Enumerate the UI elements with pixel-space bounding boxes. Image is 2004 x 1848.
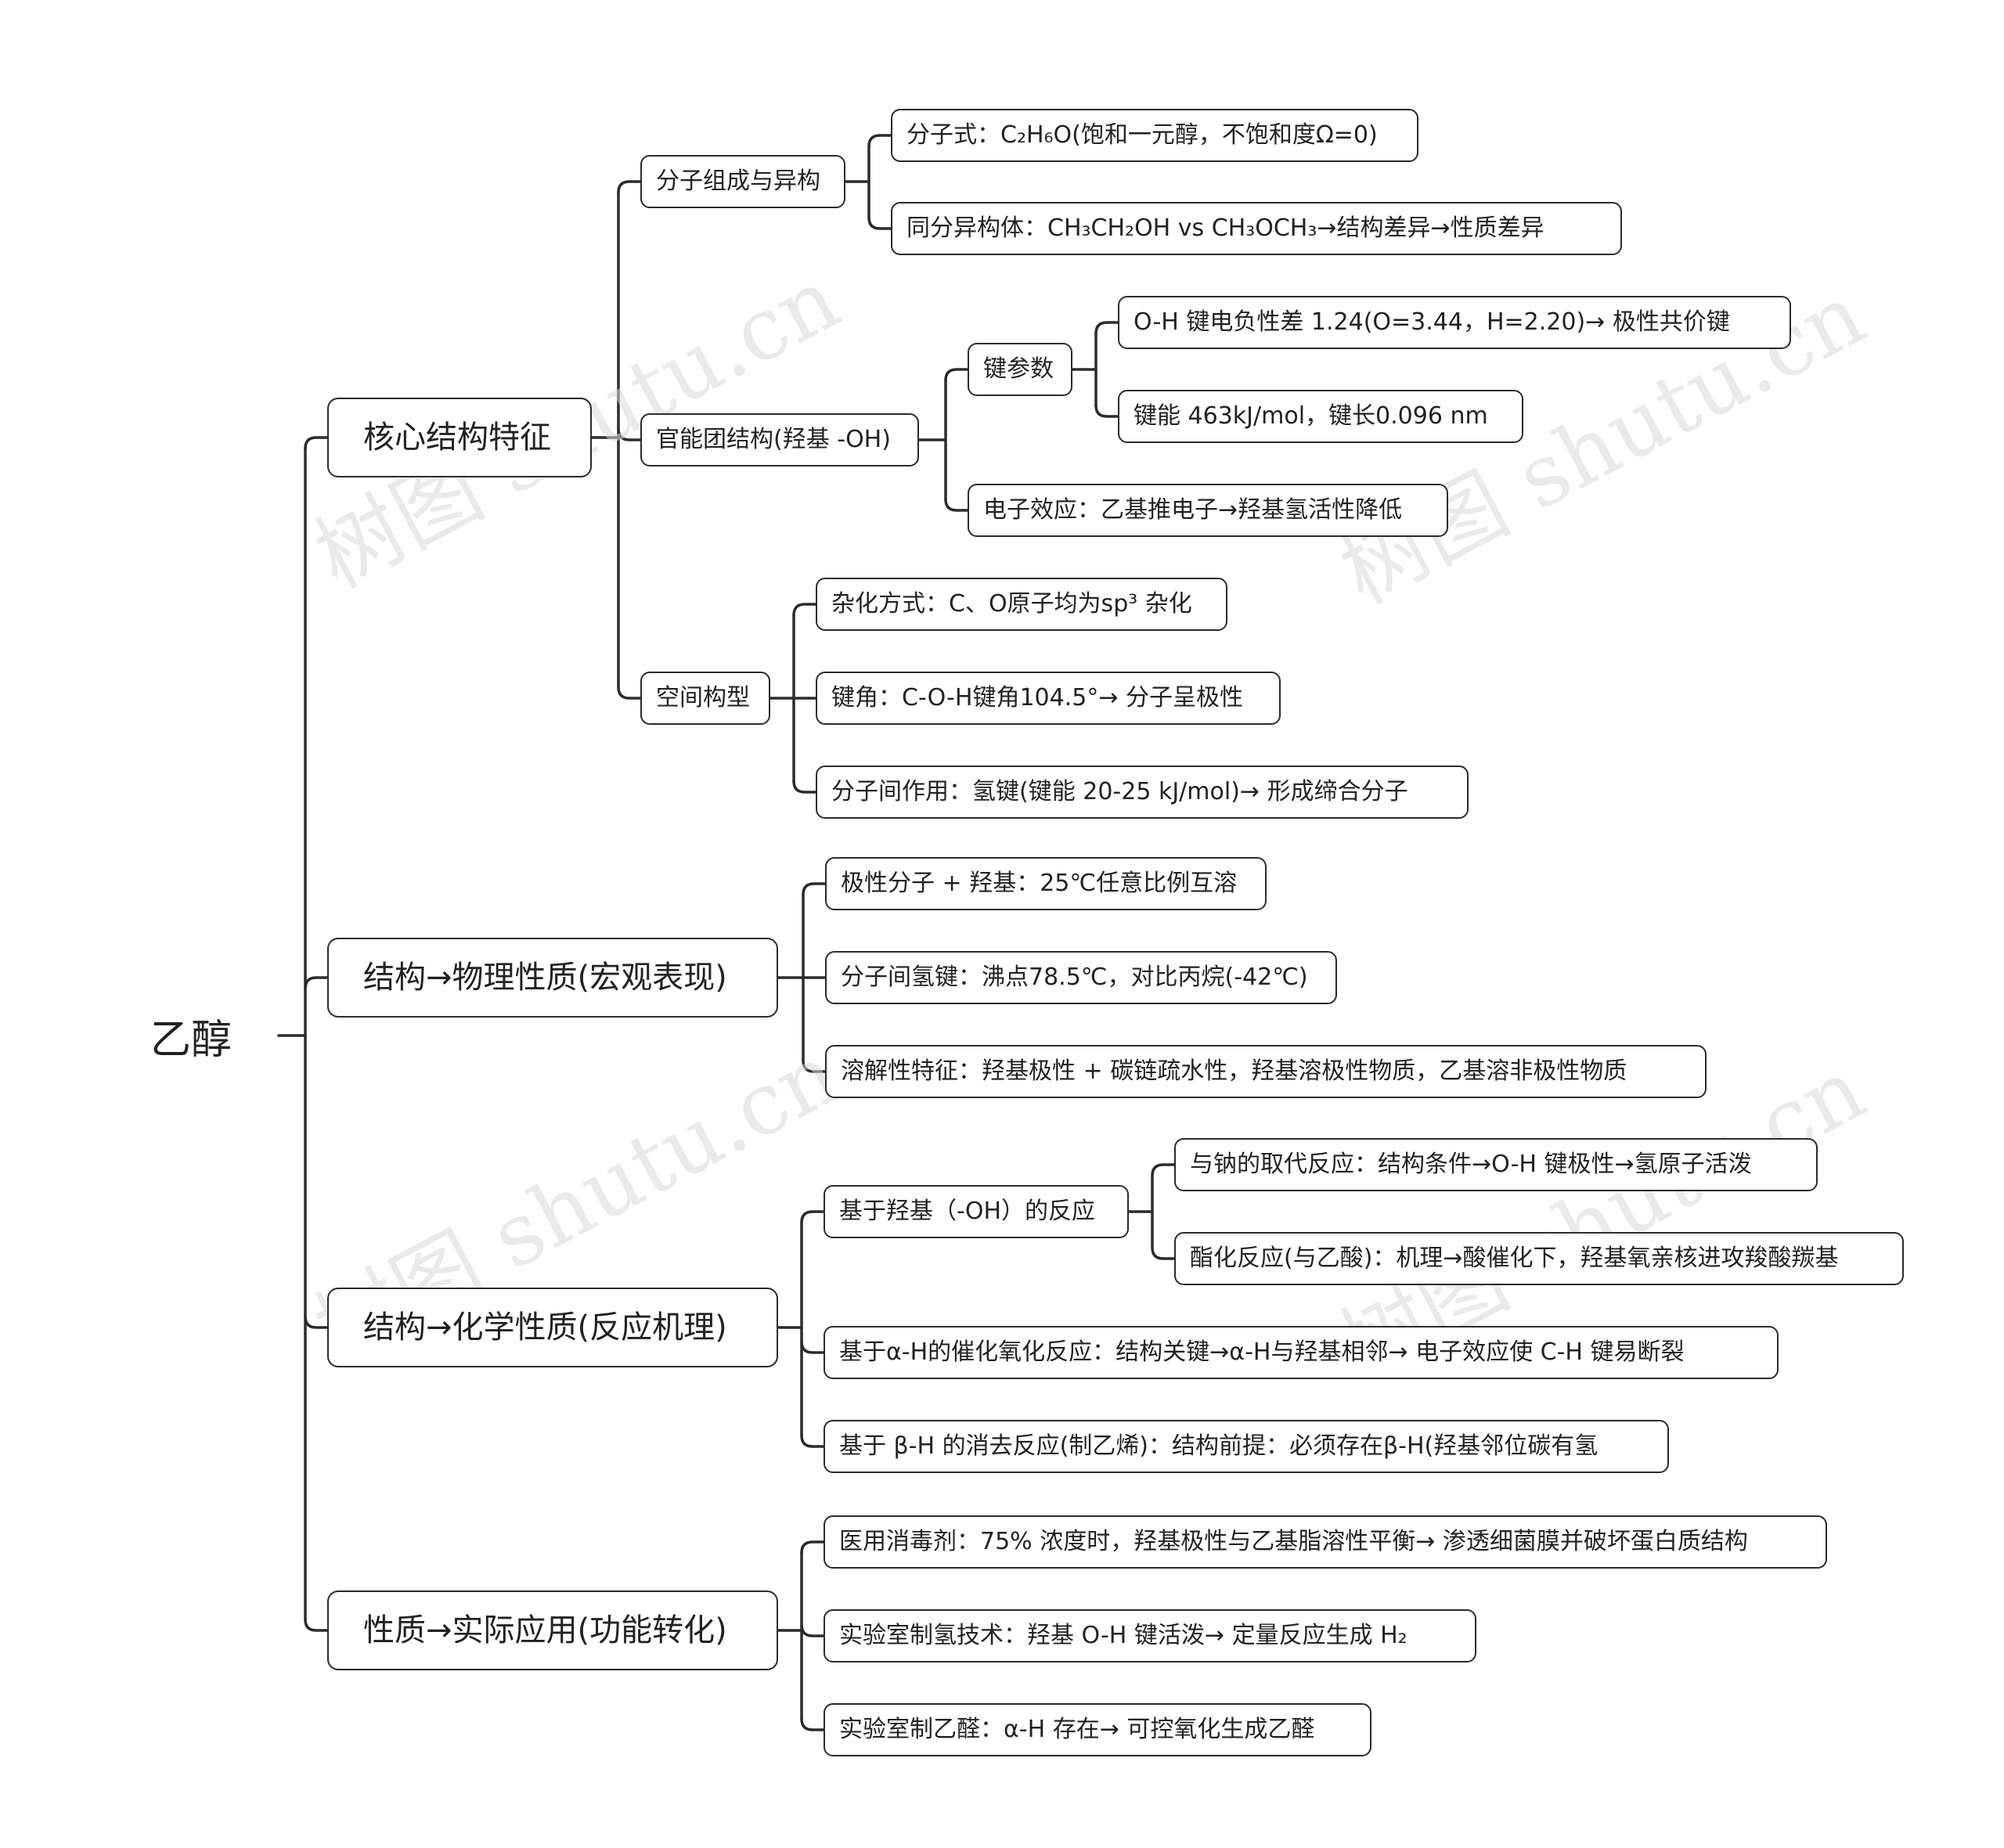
node-alpha-h-oxidation[interactable]: 基于α-H的催化氧化反应：结构关键→α-H与羟基相邻→ 电子效应使 C-H 键易… <box>824 1326 1779 1379</box>
node-solubility[interactable]: 溶解性特征：羟基极性 + 碳链疏水性，羟基溶极性物质，乙基溶非极性物质 <box>825 1045 1707 1098</box>
node-composition-isomer[interactable]: 分子组成与异构 <box>640 155 845 208</box>
node-hydroxyl-reactions[interactable]: 基于羟基（-OH）的反应 <box>824 1185 1129 1238</box>
node-electronegativity[interactable]: O-H 键电负性差 1.24(O=3.44，H=2.20)→ 极性共价键 <box>1118 296 1791 349</box>
node-isomers[interactable]: 同分异构体：CH₃CH₂OH vs CH₃OCH₃→结构差异→性质差异 <box>891 202 1622 255</box>
node-functional-group[interactable]: 官能团结构(羟基 -OH) <box>640 413 919 467</box>
node-polar-miscible[interactable]: 极性分子 + 羟基：25℃任意比例互溶 <box>825 857 1267 910</box>
branch-applications[interactable]: 性质→实际应用(功能转化) <box>327 1590 778 1670</box>
node-intermolecular[interactable]: 分子间作用：氢键(键能 20-25 kJ/mol)→ 形成缔合分子 <box>816 765 1469 819</box>
node-hydrogen-bond-boiling[interactable]: 分子间氢键：沸点78.5℃，对比丙烷(-42℃) <box>825 951 1337 1004</box>
node-acetaldehyde-production[interactable]: 实验室制乙醛：α-H 存在→ 可控氧化生成乙醛 <box>824 1703 1371 1756</box>
branch-physical-properties[interactable]: 结构→物理性质(宏观表现) <box>327 938 778 1018</box>
node-electronic-effect[interactable]: 电子效应：乙基推电子→羟基氢活性降低 <box>968 484 1448 537</box>
node-bond-parameters[interactable]: 键参数 <box>968 343 1072 396</box>
node-bond-energy[interactable]: 键能 463kJ/mol，键长0.096 nm <box>1118 390 1523 443</box>
branch-chemical-properties[interactable]: 结构→化学性质(反应机理) <box>327 1288 778 1367</box>
node-molecular-formula[interactable]: 分子式：C₂H₆O(饱和一元醇，不饱和度Ω=0) <box>891 109 1418 162</box>
node-hybridization[interactable]: 杂化方式：C、O原子均为sp³ 杂化 <box>816 578 1227 631</box>
node-beta-h-elimination[interactable]: 基于 β-H 的消去反应(制乙烯)：结构前提：必须存在β-H(羟基邻位碳有氢 <box>824 1420 1669 1473</box>
node-spatial-config[interactable]: 空间构型 <box>640 672 770 725</box>
node-esterification[interactable]: 酯化反应(与乙酸)：机理→酸催化下，羟基氧亲核进攻羧酸羰基 <box>1174 1232 1904 1285</box>
node-bond-angle[interactable]: 键角：C-O-H键角104.5°→ 分子呈极性 <box>816 672 1281 725</box>
root-topic[interactable]: 乙醇 <box>150 1017 232 1064</box>
branch-core-structure[interactable]: 核心结构特征 <box>327 398 592 477</box>
node-disinfectant[interactable]: 医用消毒剂：75% 浓度时，羟基极性与乙基脂溶性平衡→ 渗透细菌膜并破坏蛋白质结… <box>824 1515 1827 1569</box>
node-sodium-substitution[interactable]: 与钠的取代反应：结构条件→O-H 键极性→氢原子活泼 <box>1174 1138 1818 1191</box>
node-hydrogen-production[interactable]: 实验室制氢技术：羟基 O-H 键活泼→ 定量反应生成 H₂ <box>824 1609 1476 1662</box>
